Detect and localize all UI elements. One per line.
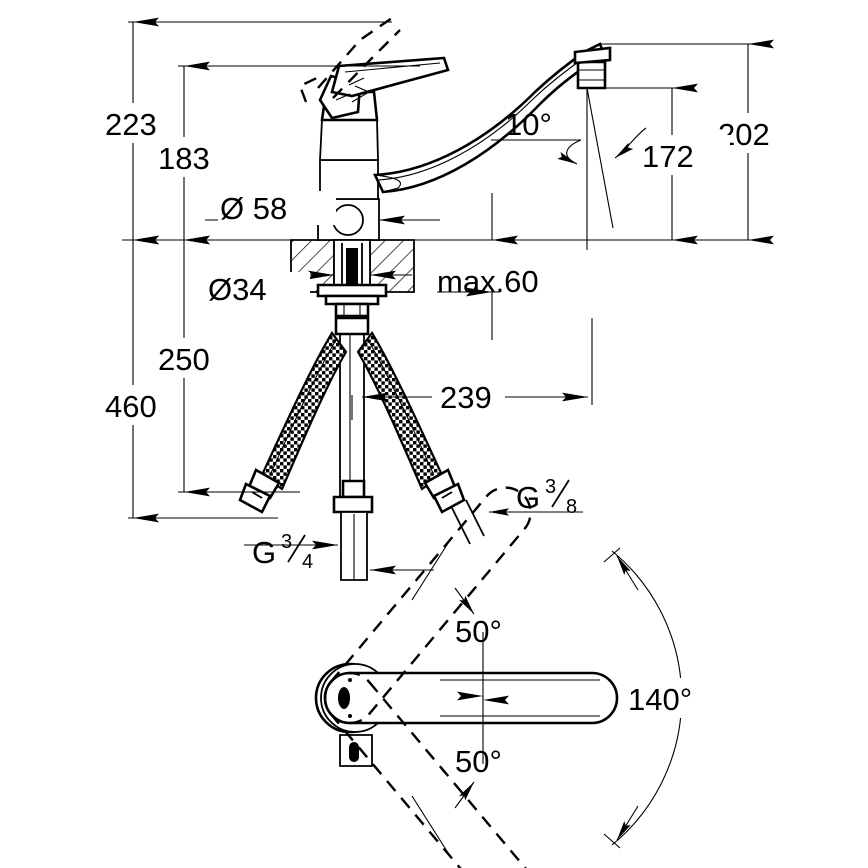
- dimension-thread-g38: G 3 8: [489, 476, 583, 518]
- dim-label-bg-183: [157, 137, 245, 177]
- arrow-140-bottom: [616, 805, 639, 841]
- dimension-angle-10: 10°: [491, 87, 647, 250]
- swivel-plan-view: 50° 50° 140°: [314, 486, 758, 868]
- arrow-140-top: [616, 555, 639, 591]
- dim-label-183: 183: [158, 141, 210, 176]
- dimension-thread-g34: G 3 4: [244, 531, 434, 575]
- dim-label-g34-numerator: 3: [281, 531, 292, 553]
- dim-label-bg-34: [206, 272, 310, 306]
- dim-label-g34-denominator: 4: [302, 551, 313, 573]
- arc-140-tick-top: [603, 547, 621, 563]
- dimension-diameter-58: Ø 58: [205, 191, 440, 226]
- dimension-diameter-34: Ø34: [206, 270, 412, 307]
- arrow-10-left: [557, 139, 582, 165]
- dim-label-460: 460: [105, 389, 157, 424]
- fraction-slash-g38: [551, 479, 570, 508]
- dim-label-239: 239: [440, 380, 492, 415]
- ext-50-lower-outer: [411, 795, 451, 857]
- dimension-group-right: 202 172: [592, 39, 806, 245]
- flexible-hose-right: [356, 331, 485, 545]
- dim-label-angle-50-lower: 50°: [455, 744, 502, 779]
- mixer-elevation-view: [122, 17, 770, 581]
- dimension-worktop-max60: max.60: [437, 193, 539, 340]
- dim-label-angle-50-upper: 50°: [455, 614, 502, 649]
- spout-plan-pivot-mark: [338, 687, 350, 709]
- dim-label-250: 250: [158, 342, 210, 377]
- dim-label-bg-172: [640, 135, 730, 175]
- fraction-slash-g34: [287, 534, 306, 563]
- lever-handle-open-phantom: [298, 17, 401, 103]
- base-ring-detail: [332, 204, 364, 236]
- arc-140-tick-bottom: [603, 833, 621, 849]
- dim-label-bg-460: [104, 385, 192, 425]
- dim-label-g38-denominator: 8: [566, 496, 577, 518]
- aerator-outlet: [573, 46, 612, 90]
- dim-label-g38-numerator: 3: [545, 476, 556, 498]
- dim-label-angle-10: 10°: [505, 107, 552, 142]
- lever-handle: [318, 56, 450, 120]
- dim-label-bg-140: [626, 678, 758, 718]
- dim-label-g34-letter: G: [252, 535, 276, 570]
- dim-label-max60: max.60: [437, 264, 539, 299]
- dimension-angle-140: 140°: [603, 547, 758, 849]
- lever-plan-slot: [349, 742, 359, 762]
- dim-label-bg-58: [218, 191, 336, 225]
- dim-label-bg-202: [716, 113, 806, 153]
- spout-plan-rotated-up: [323, 486, 532, 725]
- dim-label-g38-letter: G: [516, 480, 540, 515]
- dimension-spout-reach-239: 239: [351, 318, 593, 420]
- arrow-10-right: [614, 127, 647, 159]
- axis-inclined-outlet: [586, 87, 614, 229]
- dimension-angle-50-upper: 50°: [411, 539, 509, 705]
- dim-label-172: 172: [642, 139, 694, 174]
- arrow-50-lower-outer: [454, 781, 475, 809]
- ext-50-upper-outer: [411, 539, 451, 601]
- dim-label-bg-250: [157, 338, 245, 378]
- dimension-group-left: 223 183 460 250: [104, 17, 420, 523]
- dim-label-angle-140: 140°: [628, 682, 692, 717]
- dimension-angle-50-lower: 50°: [411, 691, 502, 857]
- arrow-50-upper-outer: [454, 587, 475, 615]
- dim-label-bg-223: [104, 103, 192, 143]
- flexible-hose-left: [238, 331, 348, 514]
- dim-label-223: 223: [105, 107, 157, 142]
- mounting-assembly: [316, 239, 388, 581]
- dim-label-diameter-58: Ø 58: [220, 191, 287, 226]
- dim-label-diameter-34: Ø34: [208, 272, 267, 307]
